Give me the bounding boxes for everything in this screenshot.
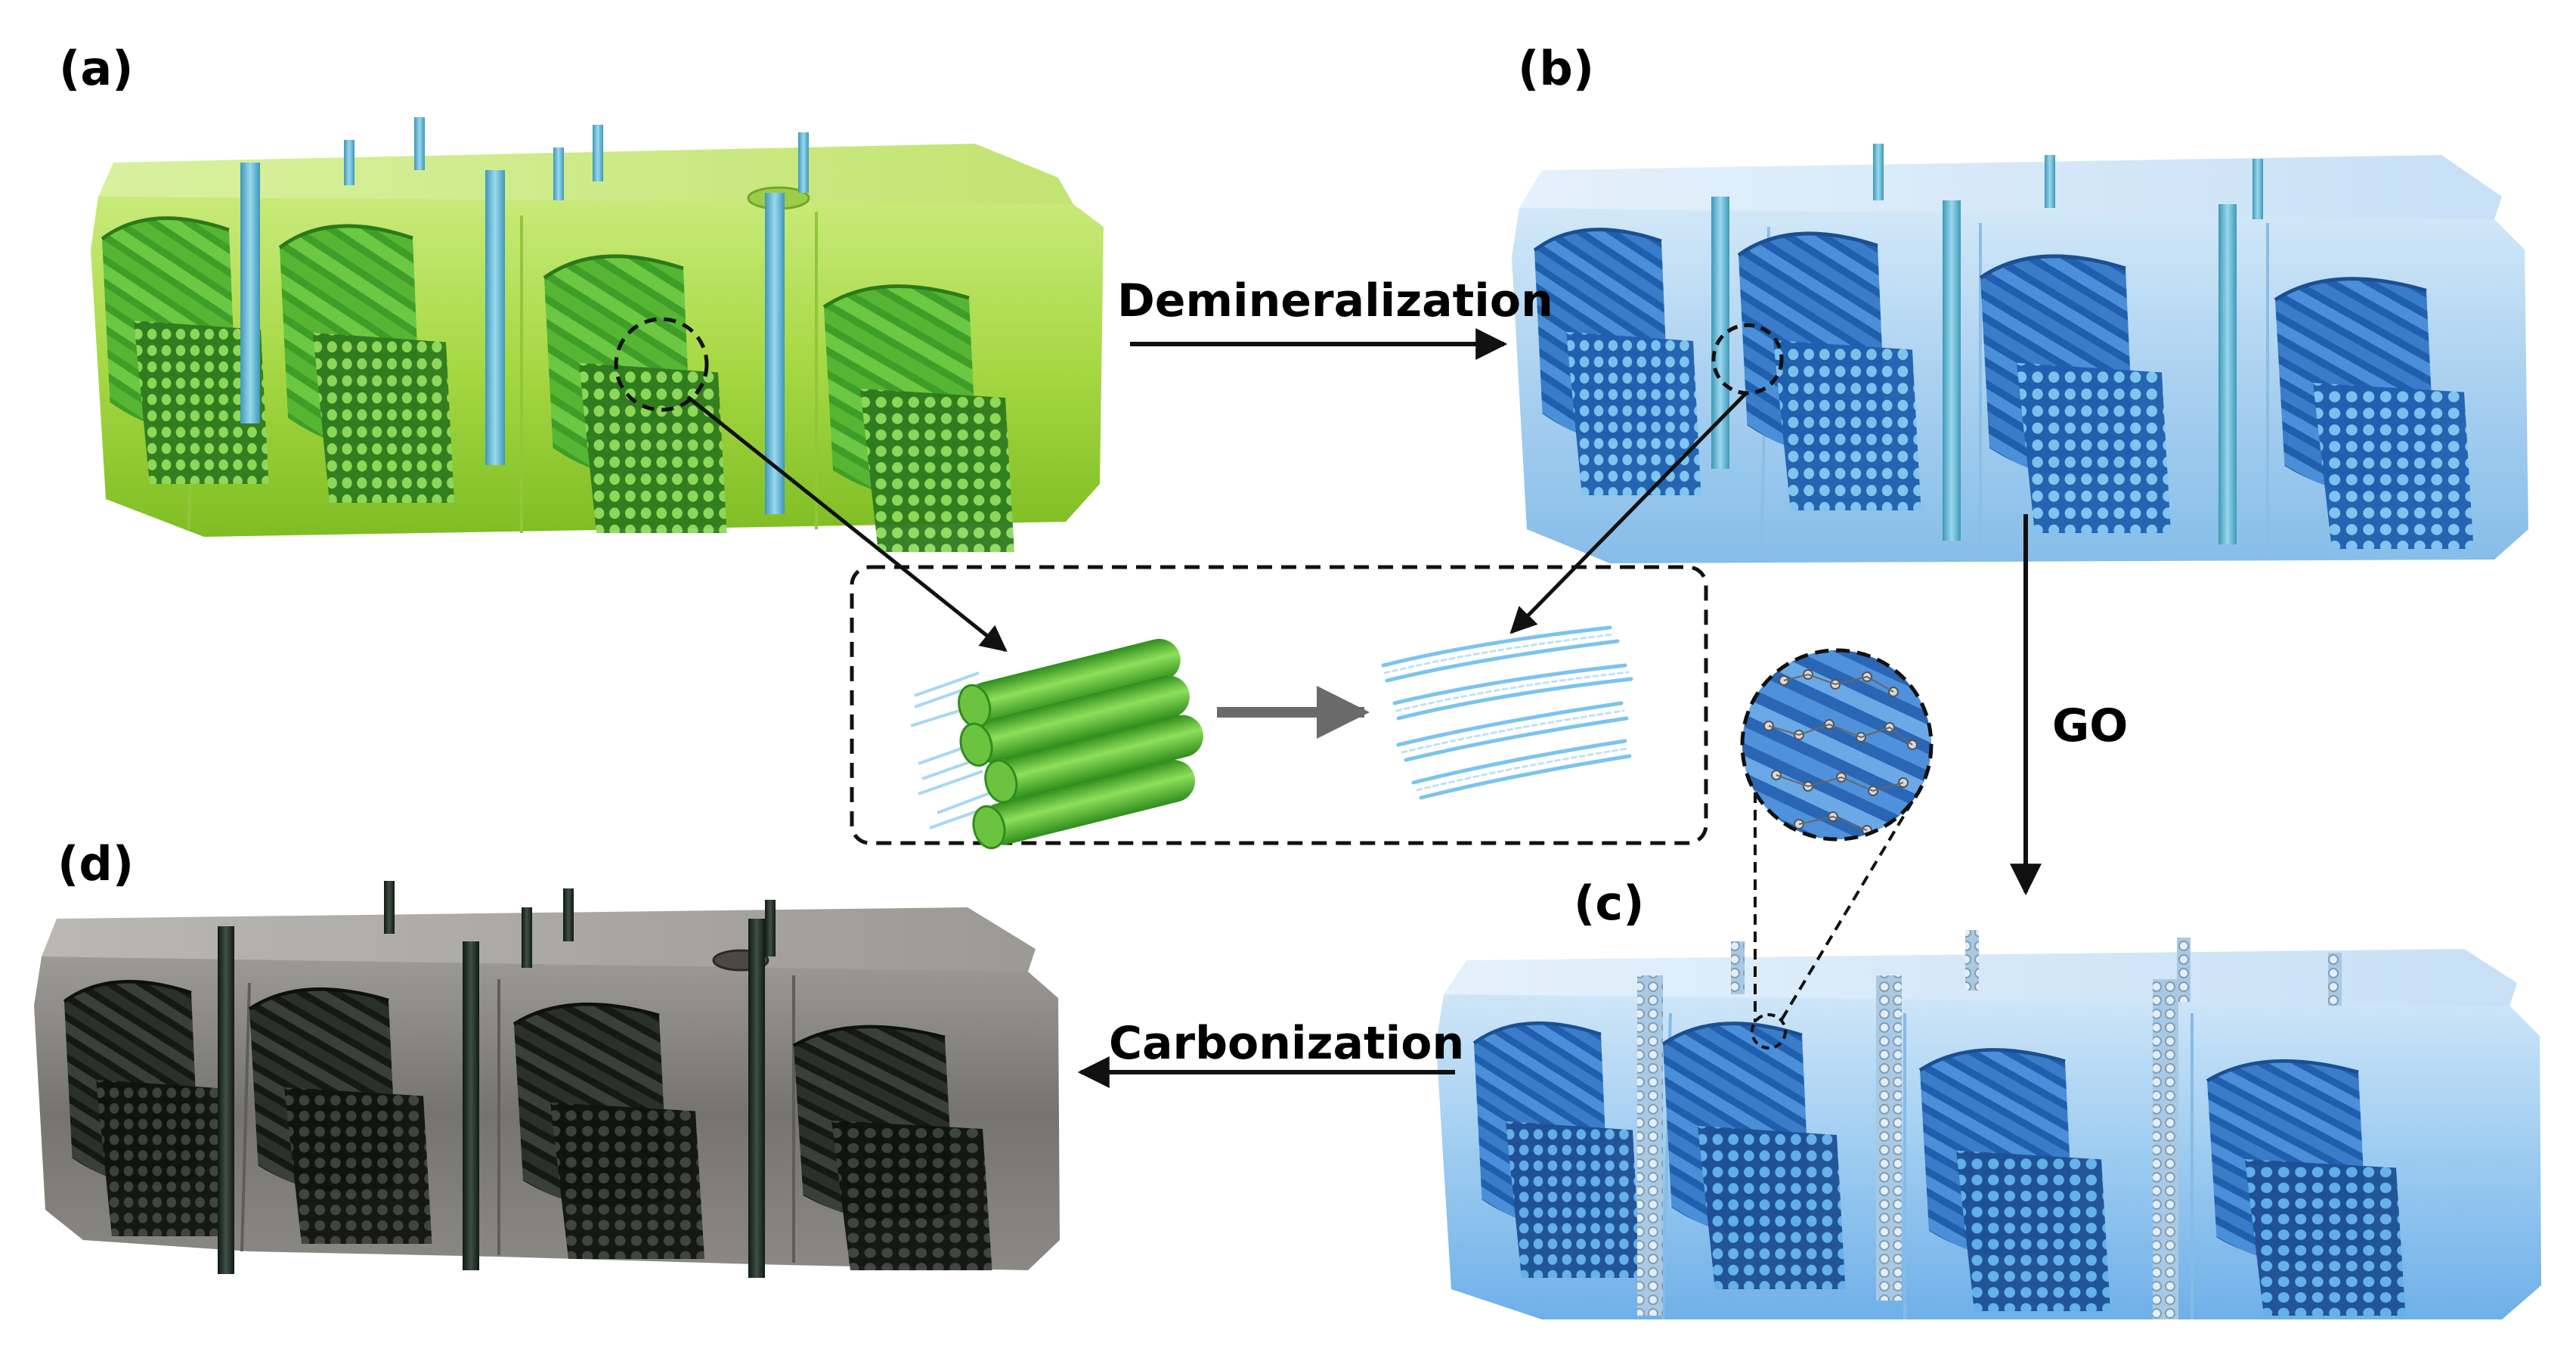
panel-b-demineralized-block — [1512, 144, 2528, 563]
panel-label-c: (c) — [1574, 876, 1644, 931]
panel-label-a: (a) — [59, 41, 134, 96]
mineralized-fibril-bundle — [910, 638, 1203, 850]
panel-a-tubules — [240, 117, 809, 514]
panel-c-zoom-circle — [1751, 1013, 1787, 1050]
panel-label-b: (b) — [1518, 41, 1594, 96]
label-go: GO — [2052, 699, 2128, 752]
panel-b-zoom-circle — [1711, 323, 1784, 395]
label-demineralization: Demineralization — [1117, 274, 1553, 327]
demineralized-fibril-bundle — [1381, 625, 1633, 800]
panel-c-go-coated-tubules — [1637, 930, 2342, 1319]
panel-b-tubules — [1711, 144, 2263, 544]
panel-label-d: (d) — [57, 836, 134, 891]
panel-a-zoom-circle — [614, 317, 709, 412]
panel-a-mineralized-block — [91, 117, 1104, 552]
fibril-inset — [850, 565, 1708, 850]
panel-c-go-coated-block — [1436, 930, 2541, 1320]
panel-d-tubules — [218, 881, 776, 1278]
arrow-zoom-b-to-inset — [1509, 392, 1748, 634]
label-carbonization: Carbonization — [1109, 1017, 1464, 1070]
arrow-zoom-a-to-inset — [686, 395, 1008, 653]
panel-d-carbonized-block — [34, 881, 1060, 1278]
